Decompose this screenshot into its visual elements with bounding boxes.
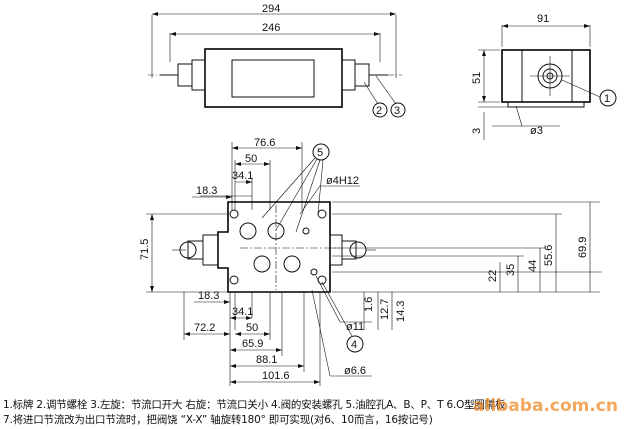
dim-bottom-12-7: 12.7 [379, 299, 391, 320]
dim-bottom-14-3: 14.3 [395, 301, 407, 322]
front-view: 76.6 50 34.1 18.3 ø4H12 5 [139, 137, 602, 386]
top-view: 294 246 2 3 [148, 3, 406, 118]
dim-bottom-18-3: 18.3 [198, 290, 219, 302]
dim-overall-length: 294 [262, 3, 280, 15]
dim-body-length: 246 [262, 22, 280, 34]
dim-top-50: 50 [245, 153, 257, 165]
dim-right-22: 22 [487, 270, 499, 282]
dim-top-76-6: 76.6 [254, 137, 275, 149]
dim-top-18-3: 18.3 [196, 185, 217, 197]
dim-hole-4h12: ø4H12 [326, 175, 359, 187]
dim-height: 51 [471, 72, 483, 84]
dim-right-44: 44 [527, 260, 539, 272]
side-view: 91 1 51 3 ø3 [471, 13, 617, 140]
dim-bottom-1-6: 1.6 [363, 297, 375, 312]
caption-line-2: 7.将进口节流改为出口节流时，把阀饶 “X-X” 轴旋转180° 即可实现(对6… [3, 414, 433, 426]
dim-right-55-6: 55.6 [543, 245, 555, 266]
dim-base: 3 [471, 128, 483, 134]
balloon-4: 4 [351, 339, 357, 351]
dim-bottom-72-2: 72.2 [194, 322, 215, 334]
technical-drawing: 294 246 2 3 91 [139, 3, 617, 386]
dim-right-35: 35 [505, 264, 517, 276]
balloon-1: 1 [604, 93, 610, 105]
caption-line-1: 1.标牌 2.调节螺栓 3.左旋：节流口开大 右旋：节流口关小 4.阀的安装螺孔… [3, 399, 506, 411]
dim-width: 91 [537, 13, 549, 25]
dim-pin: ø3 [530, 125, 543, 137]
dim-bolt-hole-11: ø11 [346, 321, 364, 333]
dim-bottom-88-1: 88.1 [256, 354, 277, 366]
dim-bottom-50: 50 [246, 322, 258, 334]
balloon-5: 5 [317, 147, 323, 159]
dim-small-hole-6-6: ø6.6 [344, 365, 366, 377]
watermark: alibaba.com.cn [473, 396, 618, 416]
dim-left-71-5: 71.5 [139, 239, 151, 260]
dim-top-34-1: 34.1 [232, 170, 253, 182]
dim-bottom-101-6: 101.6 [262, 370, 290, 382]
balloon-3: 3 [394, 105, 400, 117]
dim-right-69-9: 69.9 [577, 237, 589, 258]
dim-bottom-65-9: 65.9 [242, 338, 263, 350]
dim-bottom-34-1: 34.1 [232, 306, 253, 318]
balloon-2: 2 [376, 105, 382, 117]
